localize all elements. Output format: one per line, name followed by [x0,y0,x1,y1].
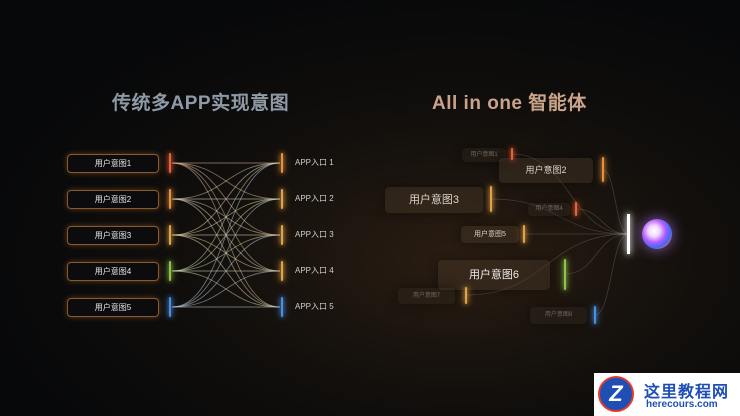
agent-intent-bar [564,259,566,290]
app-entry-label: APP入口 3 [295,230,334,239]
agent-intent-box: 用户意图6 [438,260,550,290]
intent-glow-bar [169,261,171,281]
app-glow-bar [281,297,283,317]
intent-box: 用户意图5 [67,298,159,317]
right-title: All in one 智能体 [432,93,587,114]
intent-glow-bar [169,153,171,173]
app-glow-bar [281,261,283,281]
app-entry-label: APP入口 4 [295,266,334,275]
agent-fan-line [575,208,629,235]
connection-line [171,162,281,308]
agent-fan-line [564,233,629,275]
agent-intent-bar [602,157,604,182]
watermark-logo-icon: Z [598,376,634,412]
connection-line [171,198,281,308]
intent-box: 用户意图3 [67,226,159,245]
app-glow-bar [281,189,283,209]
agent-intent-bar [490,186,492,212]
agent-fan-line [602,169,629,235]
intent-box: 用户意图1 [67,154,159,173]
connection-line [171,162,281,236]
agent-fan-line [490,198,629,235]
connection-line [171,270,281,308]
app-entry-label: APP入口 1 [295,158,334,167]
agent-intent-bar [523,225,525,243]
intent-glow-bar [169,189,171,209]
app-glow-bar [281,153,283,173]
agent-light-bar [627,214,630,254]
agent-intent-bar [465,287,467,304]
agent-intent-bar [594,306,596,324]
left-title: 传统多APP实现意图 [112,93,290,114]
agent-orb-icon [642,219,672,249]
intent-glow-bar [169,297,171,317]
connection-line [171,162,281,200]
intent-box: 用户意图4 [67,262,159,281]
agent-intent-box: 用户意图7 [398,288,455,304]
watermark-url: herecours.com [646,399,718,410]
agent-fan-line [511,153,629,235]
intent-box: 用户意图2 [67,190,159,209]
watermark-title: 这里教程网 [644,384,730,401]
agent-intent-box: 用户意图3 [385,187,483,213]
agent-intent-bar [575,202,577,216]
app-entry-label: APP入口 5 [295,302,334,311]
agent-intent-box: 用户意图4 [528,203,570,216]
connection-line [171,234,281,308]
watermark: Z 这里教程网 herecours.com [594,373,740,416]
agent-fan-line [594,233,629,316]
agent-intent-box: 用户意图2 [499,158,593,183]
agent-intent-box: 用户意图8 [530,307,587,324]
agent-fan-line [465,233,629,296]
connection-line [171,162,281,272]
app-glow-bar [281,225,283,245]
intent-glow-bar [169,225,171,245]
agent-intent-box: 用户意图1 [462,148,506,162]
agent-intent-bar [511,148,513,160]
agent-intent-box: 用户意图5 [461,226,519,243]
app-entry-label: APP入口 2 [295,194,334,203]
